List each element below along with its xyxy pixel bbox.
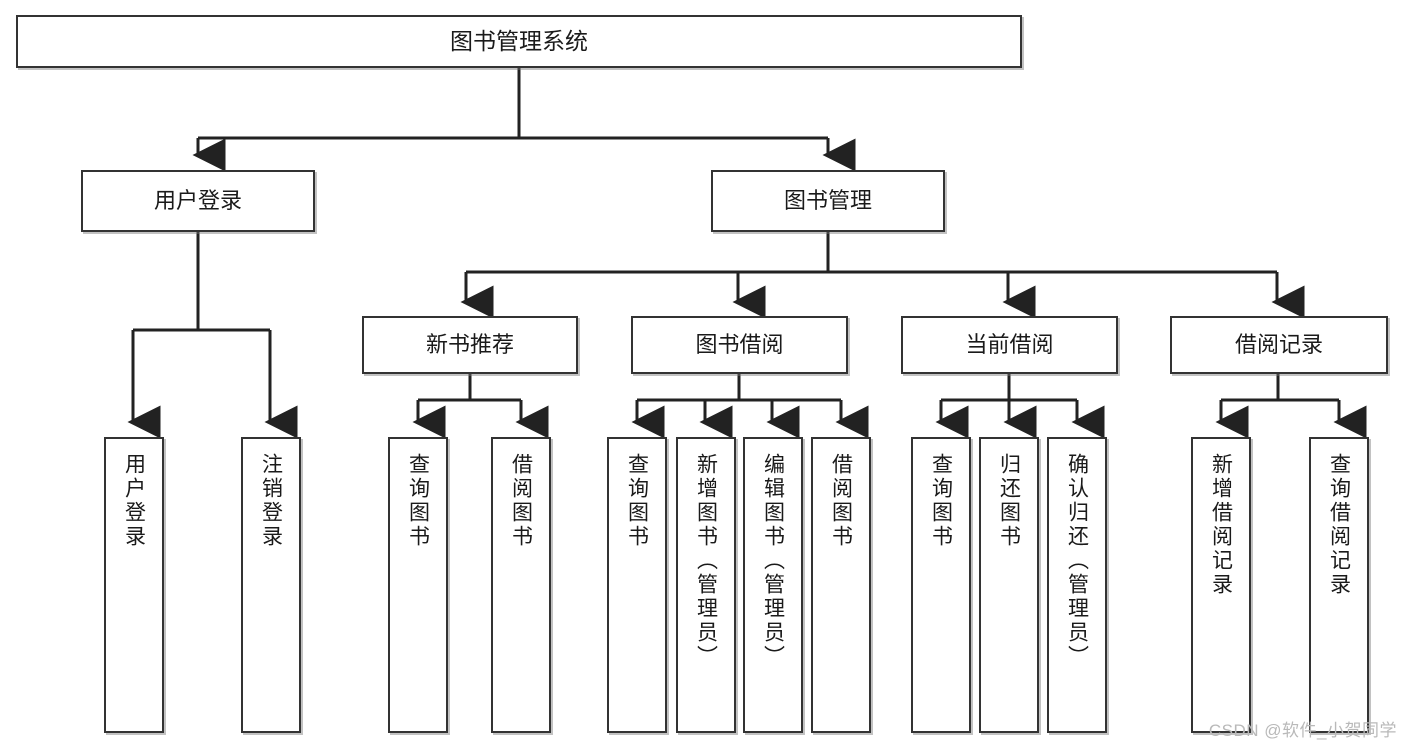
leaf-borrow-borrow-book[interactable]: 借阅图书 (811, 437, 871, 733)
leaf-borrow-add-book-admin[interactable]: 新增图书（管理员） (676, 437, 736, 733)
leaf-user-login-login[interactable]: 用户登录 (104, 437, 164, 733)
leaf-current-return-book[interactable]: 归还图书 (979, 437, 1039, 733)
node-label: 新增借阅记录 (1209, 453, 1233, 597)
node-label: 编辑图书（管理员） (761, 453, 785, 669)
leaf-current-query-book[interactable]: 查询图书 (911, 437, 971, 733)
node-user-login[interactable]: 用户登录 (81, 170, 315, 232)
leaf-borrow-edit-book-admin[interactable]: 编辑图书（管理员） (743, 437, 803, 733)
node-label: 查询图书 (625, 453, 649, 549)
node-label: 新增图书（管理员） (694, 453, 718, 669)
node-current-borrow[interactable]: 当前借阅 (901, 316, 1118, 374)
node-label: 用户登录 (122, 453, 146, 549)
node-label: 确认归还（管理员） (1065, 453, 1089, 669)
leaf-user-login-logout[interactable]: 注销登录 (241, 437, 301, 733)
node-label: 借阅图书 (509, 453, 533, 549)
node-book-management[interactable]: 图书管理 (711, 170, 945, 232)
leaf-recommend-query-book[interactable]: 查询图书 (388, 437, 448, 733)
node-label: 归还图书 (997, 453, 1021, 549)
node-label: 查询借阅记录 (1327, 453, 1351, 597)
node-label: 当前借阅 (965, 332, 1054, 358)
leaf-record-query-record[interactable]: 查询借阅记录 (1309, 437, 1369, 733)
node-label: 图书管理系统 (450, 28, 588, 55)
leaf-recommend-borrow-book[interactable]: 借阅图书 (491, 437, 551, 733)
node-label: 借阅记录 (1234, 332, 1323, 358)
node-root-system[interactable]: 图书管理系统 (16, 15, 1022, 68)
node-label: 新书推荐 (425, 332, 514, 358)
node-label: 借阅图书 (829, 453, 853, 549)
leaf-borrow-query-book[interactable]: 查询图书 (607, 437, 667, 733)
leaf-record-add-record[interactable]: 新增借阅记录 (1191, 437, 1251, 733)
node-book-borrow[interactable]: 图书借阅 (631, 316, 848, 374)
node-label: 注销登录 (259, 453, 283, 549)
node-label: 图书管理 (783, 188, 872, 214)
node-label: 查询图书 (929, 453, 953, 549)
node-label: 用户登录 (153, 188, 242, 214)
node-label: 图书借阅 (695, 332, 784, 358)
node-new-book-recommend[interactable]: 新书推荐 (362, 316, 578, 374)
node-borrow-record[interactable]: 借阅记录 (1170, 316, 1388, 374)
leaf-current-confirm-return-admin[interactable]: 确认归还（管理员） (1047, 437, 1107, 733)
csdn-watermark: CSDN @软件_小贺同学 (1208, 721, 1397, 740)
node-label: 查询图书 (406, 453, 430, 549)
